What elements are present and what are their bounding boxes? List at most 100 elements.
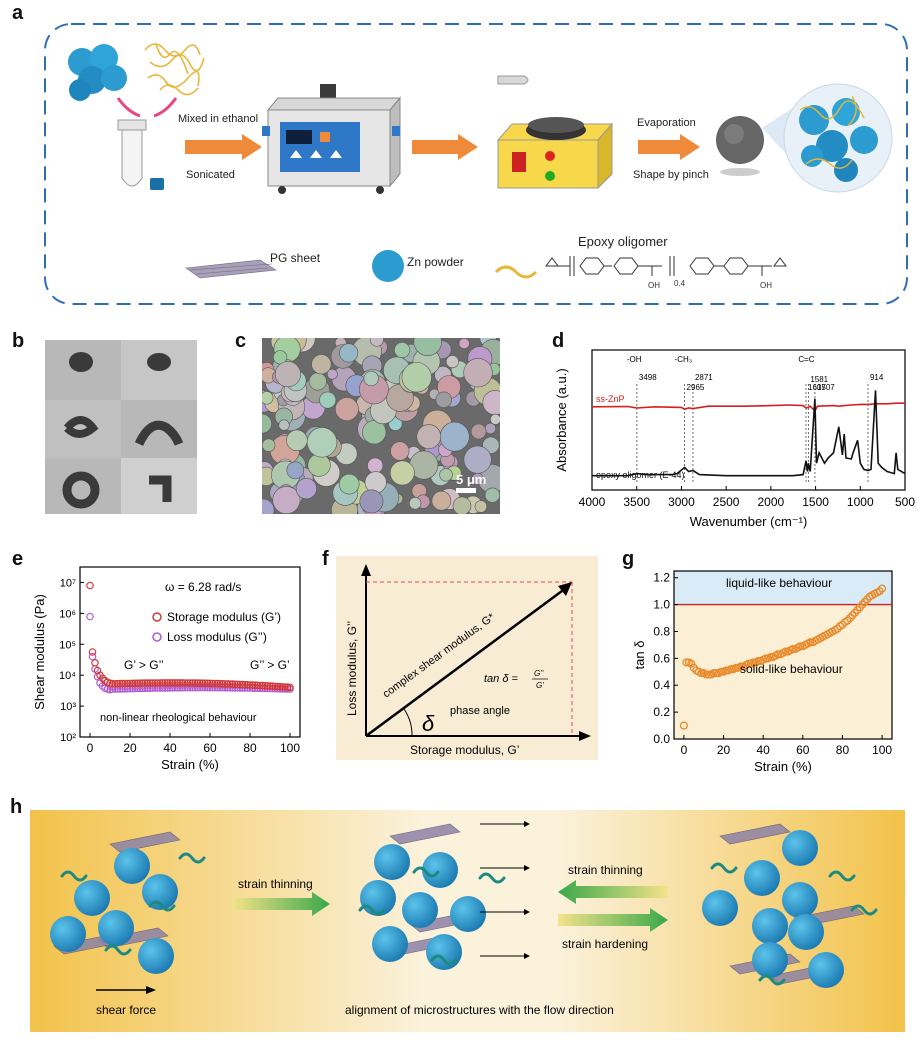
e-data-point [178, 679, 187, 687]
sem-particle [262, 391, 274, 405]
g-y-tick-label: 0.2 [653, 705, 670, 719]
sem-particle [484, 487, 500, 503]
e-data-point [163, 679, 172, 687]
epoxy-strand-icon [850, 904, 878, 916]
zn-particle-icon [744, 860, 780, 896]
zn-particle-icon [450, 896, 486, 932]
e-data-point [176, 679, 184, 687]
d-group-label: -CH₃ [675, 355, 692, 364]
sem-particle [413, 338, 442, 356]
e-x-tick-label: 20 [123, 741, 137, 755]
d-peak-label: 3498 [639, 373, 657, 382]
e-x-tick-label: 40 [163, 741, 177, 755]
g-x-tick-label: 80 [836, 743, 850, 757]
panel-f-label: f [322, 548, 329, 570]
sem-particle [362, 420, 387, 445]
e-data-point [211, 683, 219, 692]
tan-den: G’ [536, 681, 544, 690]
d-x-tick-label: 4000 [579, 495, 606, 509]
e-data-point [133, 679, 142, 688]
flow-arrow-head [524, 821, 530, 827]
d-group-label: C=C [798, 355, 814, 364]
sem-particle [272, 486, 301, 514]
g-data-point [845, 613, 854, 623]
g-data-point [749, 658, 758, 667]
epoxy-strand-icon [430, 954, 458, 966]
e-data-point [203, 679, 212, 688]
sem-particle [262, 413, 272, 434]
e-data-point [118, 679, 127, 688]
hot-plate-icon [496, 75, 614, 190]
strain-thinning-arrow-2 [558, 880, 668, 904]
e-y-tick-label: 10⁷ [60, 577, 76, 589]
e-data-point [228, 680, 237, 688]
scale-bar-label: 5 μm [456, 472, 486, 487]
d-x-tick-label: 2000 [758, 495, 785, 509]
delta-symbol: δ [422, 711, 435, 736]
e-data-point [231, 680, 239, 689]
g-y-tick-label: 1.0 [653, 598, 670, 612]
g-x-tick-label: 60 [796, 743, 810, 757]
zn-particle-icon [402, 892, 438, 928]
sem-particle [401, 362, 432, 393]
sem-particle [278, 419, 290, 431]
g-data-point [687, 659, 696, 668]
e-legend-label: Loss modulus (G’’) [167, 630, 267, 644]
e-data-point [283, 683, 292, 692]
formula-oh-2: OH [760, 281, 772, 290]
zn-cluster-icon [68, 44, 127, 101]
pg-sheet-icon [719, 823, 791, 845]
g-data-point [682, 658, 691, 667]
e-data-point [143, 679, 152, 687]
g-liquid-label: liquid-like behaviour [726, 576, 832, 590]
e-xlabel: Strain (%) [161, 757, 219, 772]
sem-particle [431, 490, 452, 511]
zn-particle-icon [138, 938, 174, 974]
sem-particle [439, 421, 470, 452]
e-data-point [221, 680, 229, 688]
h-arrow2-bottom-label: strain hardening [562, 937, 648, 951]
e-data-point [86, 581, 94, 590]
e-data-point [271, 682, 279, 691]
e-data-point [171, 679, 179, 687]
sem-particle [262, 438, 276, 452]
e-x-tick-label: 80 [243, 741, 257, 755]
zn-particle-icon [360, 880, 396, 916]
e-legend-label: Storage modulus (G’) [167, 610, 281, 624]
epoxy-strands-icon [144, 43, 205, 96]
process-arrow-1 [185, 134, 262, 160]
zn-particle-icon [74, 880, 110, 916]
sem-particle [408, 497, 422, 510]
g-x-tick-label: 100 [872, 743, 892, 757]
sem-particle [369, 338, 384, 347]
e-data-point [88, 648, 97, 656]
epoxy-legend-icon [494, 265, 538, 279]
g-data-point [702, 670, 711, 679]
zn-particle-icon [788, 914, 824, 950]
pg-sheet-legend-icon [185, 259, 277, 279]
g-data-point [712, 669, 721, 678]
e-note2: G’’ > G’ [250, 658, 290, 672]
e-data-point [208, 679, 217, 688]
zn-particle-icon [374, 844, 410, 880]
d-peak-label: 1607 [808, 383, 826, 392]
sem-particle [335, 397, 359, 422]
g-data-point [744, 659, 753, 668]
formula-n: 0.4 [674, 279, 686, 288]
formula-oh-1: OH [648, 281, 660, 290]
panel-f-diagram: δ phase angle complex shear modulus, G* … [336, 556, 598, 760]
e-data-point [236, 680, 244, 689]
d-plot-frame [591, 349, 906, 491]
panel-c-label: c [235, 330, 247, 352]
d-series-label: ss-ZnP [596, 394, 625, 404]
zn-particle-icon [782, 882, 818, 918]
alignment-label: alignment of microstructures with the fl… [345, 1003, 614, 1017]
g-data-point [704, 670, 713, 679]
panel-b-label: b [12, 330, 25, 352]
sem-particle [470, 423, 487, 440]
g-xlabel: Strain (%) [754, 759, 812, 774]
d-peak-label: 1507 [817, 383, 835, 392]
e-data-point [256, 681, 264, 690]
process-arrow-3 [638, 134, 700, 160]
